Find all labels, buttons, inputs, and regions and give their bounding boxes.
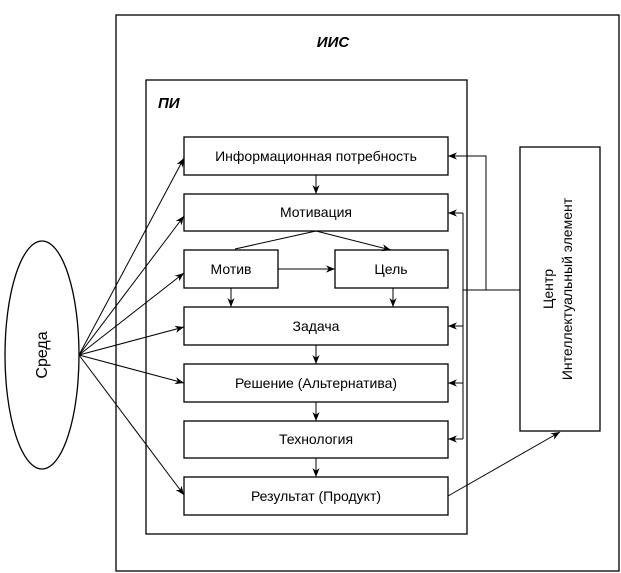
node-goal bbox=[334, 249, 449, 289]
node-task-label: Задача bbox=[293, 318, 340, 334]
arrow-env-to-solution bbox=[78, 354, 185, 385]
arrow-env-to-motivation bbox=[78, 215, 185, 356]
arrow-env-to-motive bbox=[78, 272, 185, 356]
arrow-motivation-to-goal bbox=[315, 230, 392, 252]
node-result bbox=[183, 476, 449, 516]
arrow-result-to-center bbox=[447, 431, 561, 497]
node-technology-label: Технология bbox=[279, 431, 353, 447]
center-label-line1: Центр bbox=[540, 269, 556, 309]
line-motivation-to-motive bbox=[234, 230, 317, 250]
arrow-env-to-info-need bbox=[78, 157, 185, 356]
node-info-need-label: Информационная потребность bbox=[215, 148, 417, 164]
node-result-label: Результат (Продукт) bbox=[251, 488, 381, 504]
node-motivation-label: Мотивация bbox=[280, 204, 352, 220]
arrow-env-to-result bbox=[78, 354, 185, 496]
arrow-center-to-info-need bbox=[448, 152, 487, 290]
center-label-line2: Интеллектуальный элемент bbox=[559, 197, 575, 380]
node-solution-label: Решение (Альтернатива) bbox=[235, 375, 397, 391]
node-task bbox=[183, 306, 449, 346]
node-goal-label: Цель bbox=[374, 261, 407, 277]
center-node bbox=[519, 146, 601, 432]
node-motive-label: Мотив bbox=[211, 261, 252, 277]
environment-label: Среда bbox=[34, 331, 51, 378]
arrow-env-to-task bbox=[78, 325, 185, 356]
inner-container-label: ПИ bbox=[158, 95, 181, 112]
outer-container-label: ИИС bbox=[317, 34, 351, 51]
